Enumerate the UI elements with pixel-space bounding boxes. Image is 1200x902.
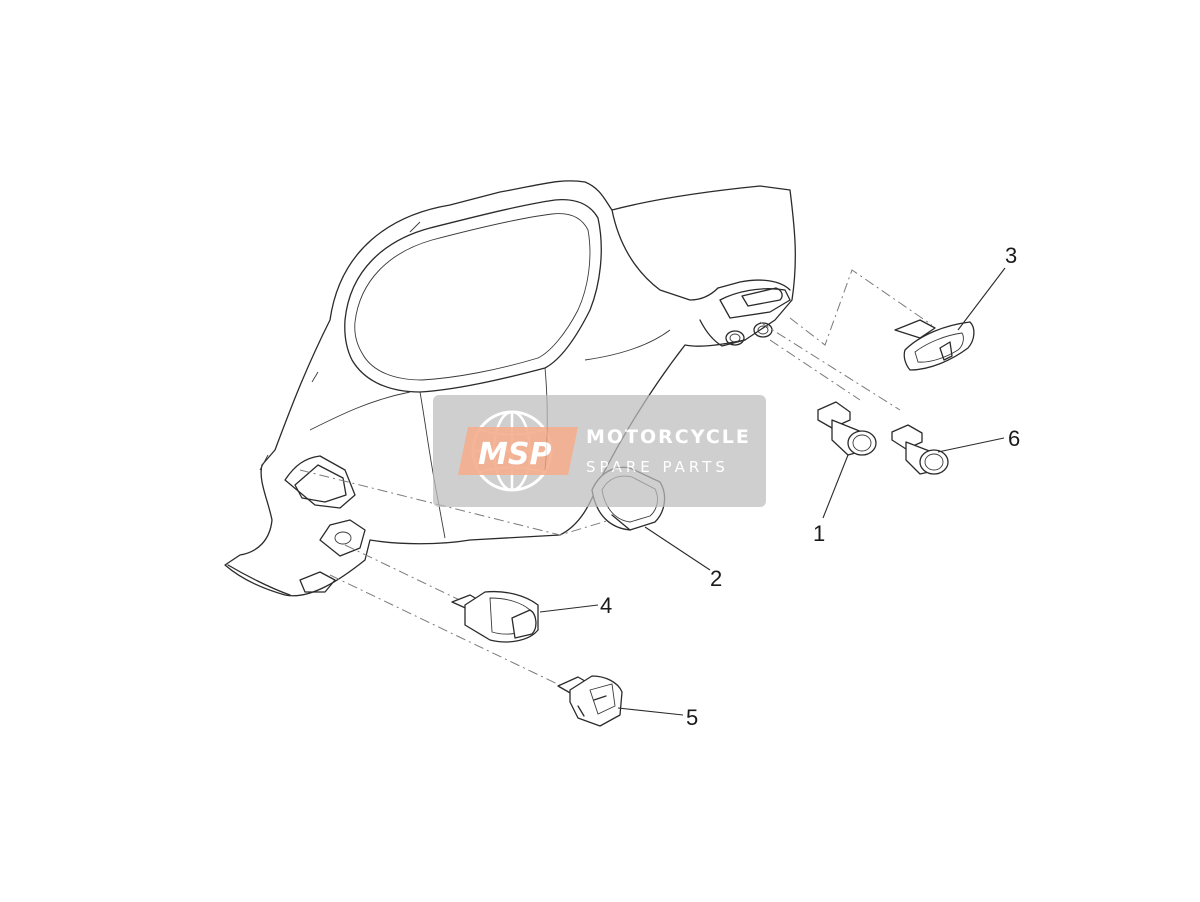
watermark: MSP MOTORCYCLE SPARE PARTS (433, 395, 766, 507)
part-label-3: 3 (1005, 243, 1017, 268)
part-labels: 3 6 1 2 4 5 (600, 243, 1020, 730)
part-6-switch (891, 424, 949, 475)
part-3-switch (894, 319, 975, 371)
part-label-5: 5 (686, 705, 698, 730)
exploded-view-lines (299, 269, 933, 691)
part-1-switch (817, 401, 877, 456)
leader-lines (539, 267, 1006, 716)
handlebar-cover-housing (224, 180, 796, 597)
svg-text:MSP: MSP (478, 437, 551, 472)
part-label-4: 4 (600, 593, 612, 618)
watermark-box (433, 395, 766, 507)
part-label-2: 2 (710, 566, 722, 591)
watermark-title: MOTORCYCLE (586, 426, 751, 448)
watermark-subtitle: SPARE PARTS (586, 458, 729, 476)
part-5-switch (557, 675, 623, 727)
part-label-6: 6 (1008, 426, 1020, 451)
msp-logo: MSP (458, 427, 578, 475)
part-4-switch (451, 590, 539, 643)
part-label-1: 1 (813, 521, 825, 546)
